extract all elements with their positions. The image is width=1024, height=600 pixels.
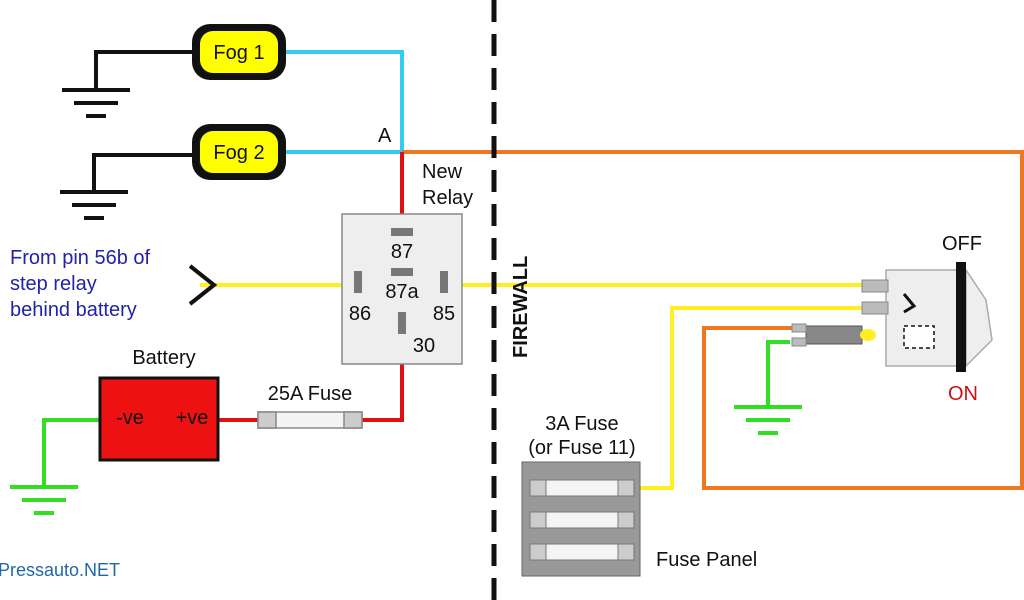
switch-off-label: OFF [942, 233, 982, 255]
wire-orange-top [402, 150, 1024, 490]
relay-pin-87-label: 87 [391, 241, 413, 263]
wire-green-switch-ground [766, 340, 790, 405]
watermark: Pressauto.NET [0, 560, 120, 580]
battery-title: Battery [132, 347, 195, 369]
ground-symbol-fog2 [60, 190, 128, 220]
switch-indicator-bulb [860, 329, 876, 341]
wire-yellow-fuse [636, 306, 862, 490]
switch-on-label: ON [948, 383, 978, 405]
wire-fog1-cyan [285, 50, 404, 152]
wire-green-battery-ground [42, 418, 100, 485]
firewall-label: FIREWALL [510, 256, 532, 358]
battery-neg-label: -ve [116, 407, 144, 429]
relay: 87 87a 86 85 30 [341, 213, 463, 365]
fuse-slot-2 [529, 511, 635, 529]
ground-symbol-battery [10, 485, 78, 515]
fuse-slot-1 [529, 479, 635, 497]
relay-pin-87 [391, 228, 413, 236]
relay-pin-30-label: 30 [413, 335, 435, 357]
input-label-line3: behind battery [10, 299, 137, 321]
fog-lamp-1-label: Fog 1 [213, 42, 264, 64]
small-fuse-label-line1: 3A Fuse [545, 413, 618, 435]
relay-title-line1: New [422, 161, 463, 183]
battery-pos-label: +ve [176, 407, 209, 429]
relay-title-line2: Relay [422, 187, 473, 209]
main-fuse-label: 25A Fuse [268, 383, 353, 405]
fog-lamp-1: Fog 1 [192, 24, 286, 80]
relay-pin-86-label: 86 [349, 303, 371, 325]
input-label-line1: From pin 56b of [10, 247, 151, 269]
switch-indicator-holder [805, 325, 863, 345]
relay-pin-86 [354, 271, 362, 293]
fuse-panel-label: Fuse Panel [656, 549, 757, 571]
switch-terminal-2 [861, 301, 889, 315]
ground-symbol-switch [734, 405, 802, 435]
input-label-line2: step relay [10, 273, 97, 295]
wire-black-fog2 [92, 153, 193, 190]
fuse-panel [521, 461, 641, 577]
relay-pin-87a-label: 87a [385, 281, 419, 303]
relay-pin-85-label: 85 [433, 303, 455, 325]
main-fuse [257, 411, 363, 429]
fog-lamp-2-label: Fog 2 [213, 142, 264, 164]
relay-pin-85 [440, 271, 448, 293]
input-connector-chevron [188, 264, 218, 306]
relay-pin-30 [398, 312, 406, 334]
fog-lamp-2: Fog 2 [192, 124, 286, 180]
small-fuse-label-line2: (or Fuse 11) [528, 437, 635, 459]
junction-label-a: A [378, 125, 392, 147]
battery: -ve +ve [98, 376, 220, 462]
fuse-slot-3 [529, 543, 635, 561]
ground-symbol-fog1 [62, 88, 130, 118]
wire-black-fog1 [94, 50, 193, 88]
switch-terminal-1 [861, 279, 889, 293]
rocker-switch[interactable] [791, 262, 993, 372]
relay-pin-87a [391, 268, 413, 276]
